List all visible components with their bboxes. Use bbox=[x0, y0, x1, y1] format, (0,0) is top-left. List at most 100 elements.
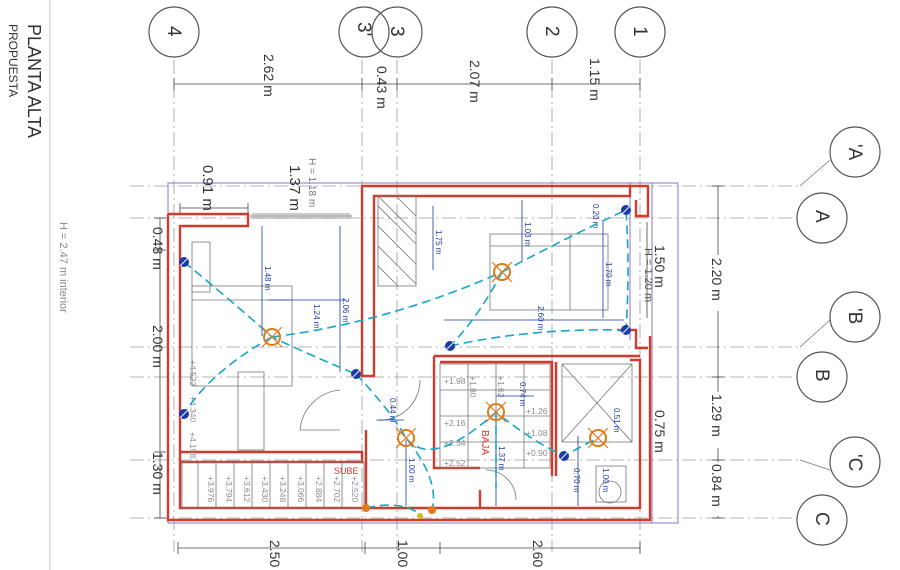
svg-text:+3.794: +3.794 bbox=[224, 476, 234, 503]
top-axis-bubbles: 4 3' 3 2 1 bbox=[148, 6, 666, 58]
dim-left-2: 2.00 m bbox=[150, 325, 166, 368]
dim-top-3p-3: 0.43 m bbox=[374, 66, 390, 109]
axis-bubble-3p bbox=[338, 6, 390, 58]
svg-text:1.37 m: 1.37 m bbox=[497, 446, 506, 471]
window-width-3: 0.75 m bbox=[652, 410, 668, 453]
circuit-wire-8 bbox=[449, 329, 627, 347]
svg-text:1.48 m: 1.48 m bbox=[263, 266, 272, 291]
dimension-chain-right: 2.20 m 1.29 m 0.84 m bbox=[708, 185, 730, 519]
svg-text:+1.62: +1.62 bbox=[496, 376, 506, 398]
circuit-wire-4 bbox=[501, 208, 629, 331]
axis-label-C-prime: 'C bbox=[844, 454, 865, 471]
window-height-1: 1.37 m bbox=[286, 165, 303, 211]
svg-text:+2.884: +2.884 bbox=[314, 476, 324, 503]
shower-outline bbox=[561, 363, 633, 443]
axis-bubble-1 bbox=[614, 6, 666, 58]
electrical-layout bbox=[179, 205, 631, 519]
axis-label-B: B bbox=[811, 369, 832, 382]
window-right: 1.50 m H = 1.20 m 0.75 m bbox=[642, 222, 668, 453]
axis-label-3: 3 bbox=[386, 26, 407, 37]
ceiling-light-4 bbox=[395, 427, 417, 449]
window-sill-1: H = 1.18 m bbox=[306, 158, 317, 207]
switch-2 bbox=[179, 409, 189, 419]
dim-right-A-B: 2.20 m bbox=[709, 258, 725, 301]
svg-text:1.70 m: 1.70 m bbox=[604, 262, 613, 287]
window-top-left: 0.91 m 1.37 m H = 1.18 m bbox=[179, 158, 352, 219]
dim-top-2-1: 1.15 m bbox=[587, 58, 603, 101]
switch-3 bbox=[351, 369, 361, 379]
svg-text:+2.702: +2.702 bbox=[332, 476, 342, 503]
window-width-2: 1.50 m bbox=[652, 245, 668, 288]
svg-text:+4.158: +4.158 bbox=[188, 432, 198, 459]
axis-bubble-2 bbox=[526, 6, 578, 58]
stair-down: BAJA +1.98 +1.80 +1.62 +1.26 +1.08 +0.90… bbox=[439, 363, 551, 469]
axis-label-1: 1 bbox=[629, 26, 650, 37]
axis-label-C: C bbox=[811, 512, 832, 526]
sheet-title: PLANTA ALTA bbox=[24, 24, 44, 138]
dimension-chain-bottom: 2.50 m 1.00 m 2.60 m bbox=[177, 540, 641, 570]
axis-bubble-4 bbox=[148, 6, 200, 58]
svg-text:+0.90: +0.90 bbox=[526, 448, 548, 458]
svg-text:1.00 m: 1.00 m bbox=[601, 468, 610, 493]
title-block: PLANTA ALTA PROPUESTA H = 2.47 m interio… bbox=[6, 0, 69, 570]
svg-text:0.74 m: 0.74 m bbox=[518, 382, 527, 407]
circuit-wire-9 bbox=[365, 504, 421, 515]
dimension-chain-top: 2.62 m 0.43 m 2.07 m 1.15 m bbox=[173, 54, 641, 109]
switch-6 bbox=[621, 325, 631, 335]
axis-label-B-prime: 'B bbox=[844, 308, 865, 324]
svg-text:1.00 m: 1.00 m bbox=[407, 458, 416, 483]
switch-4 bbox=[445, 341, 455, 351]
svg-text:0.20 m: 0.20 m bbox=[591, 204, 600, 229]
axis-bubble-C bbox=[796, 494, 848, 546]
svg-text:+3.248: +3.248 bbox=[278, 476, 288, 503]
axis-label-4: 4 bbox=[163, 26, 184, 37]
dimension-chain-left: 0.48 m 2.00 m 1.30 m bbox=[150, 217, 166, 519]
svg-text:+4.522: +4.522 bbox=[188, 360, 198, 387]
axis-bubble-B bbox=[796, 351, 848, 403]
wall-outlet-2 bbox=[428, 506, 436, 514]
svg-text:+2.34: +2.34 bbox=[444, 438, 466, 448]
desk-outline bbox=[191, 285, 293, 387]
dim-right-C-end: 0.84 m bbox=[709, 464, 725, 507]
svg-text:1.24 m: 1.24 m bbox=[312, 304, 321, 329]
switch-1 bbox=[179, 257, 189, 267]
stair-up-label: SUBE bbox=[334, 466, 359, 476]
svg-text:+1.26: +1.26 bbox=[526, 406, 548, 416]
sheet-subtitle: PROPUESTA bbox=[6, 24, 20, 97]
dim-left-1: 0.48 m bbox=[150, 227, 166, 270]
svg-text:1.75 m: 1.75 m bbox=[434, 230, 443, 255]
axis-label-2: 2 bbox=[541, 26, 562, 37]
bed-outline bbox=[489, 233, 609, 311]
height-note: H = 2.47 m interior bbox=[57, 222, 69, 313]
dim-right-B-C: 1.29 m bbox=[709, 394, 725, 437]
svg-text:+4.340: +4.340 bbox=[188, 396, 198, 423]
circuit-wire-7 bbox=[405, 410, 599, 457]
window-width-1: 0.91 m bbox=[199, 165, 216, 211]
ceiling-light-2 bbox=[491, 261, 513, 283]
inner-dimensions: 1.75 m 1.03 m 0.20 m 1.70 m 1.48 m 1.24 … bbox=[261, 200, 624, 506]
closet-hatch bbox=[377, 195, 417, 287]
svg-text:+2.52: +2.52 bbox=[444, 458, 466, 468]
toilet-outline bbox=[595, 465, 627, 503]
stair-up: SUBE +2.520 +2.702 +2.884 +3.066 +3.248 … bbox=[181, 360, 365, 509]
svg-text:0.70 m: 0.70 m bbox=[572, 468, 581, 493]
axis-bubble-B-prime bbox=[829, 291, 881, 343]
svg-text:+3.976: +3.976 bbox=[206, 476, 216, 503]
svg-text:+3.066: +3.066 bbox=[296, 476, 306, 503]
svg-text:+1.80: +1.80 bbox=[468, 376, 478, 398]
svg-text:2.60 m: 2.60 m bbox=[536, 306, 545, 331]
stair-down-label: BAJA bbox=[479, 430, 490, 455]
wall-outlet-1 bbox=[362, 504, 370, 512]
dim-top-4-3p: 2.62 m bbox=[261, 54, 277, 97]
axis-label-3p: 3' bbox=[353, 22, 374, 36]
window-sill-2: H = 1.20 m bbox=[642, 248, 654, 302]
svg-text:1.03 m: 1.03 m bbox=[523, 222, 532, 247]
axis-bubble-C-prime bbox=[829, 436, 881, 488]
svg-text:+1.08: +1.08 bbox=[526, 428, 548, 438]
ceiling-light-3 bbox=[485, 401, 507, 423]
circuit-wire-6 bbox=[355, 373, 435, 511]
svg-text:0.44 m: 0.44 m bbox=[388, 398, 397, 423]
circuit-wire-2 bbox=[271, 271, 503, 338]
axis-bubble-A bbox=[796, 192, 848, 244]
dim-bottom-3: 2.60 m bbox=[530, 540, 546, 570]
